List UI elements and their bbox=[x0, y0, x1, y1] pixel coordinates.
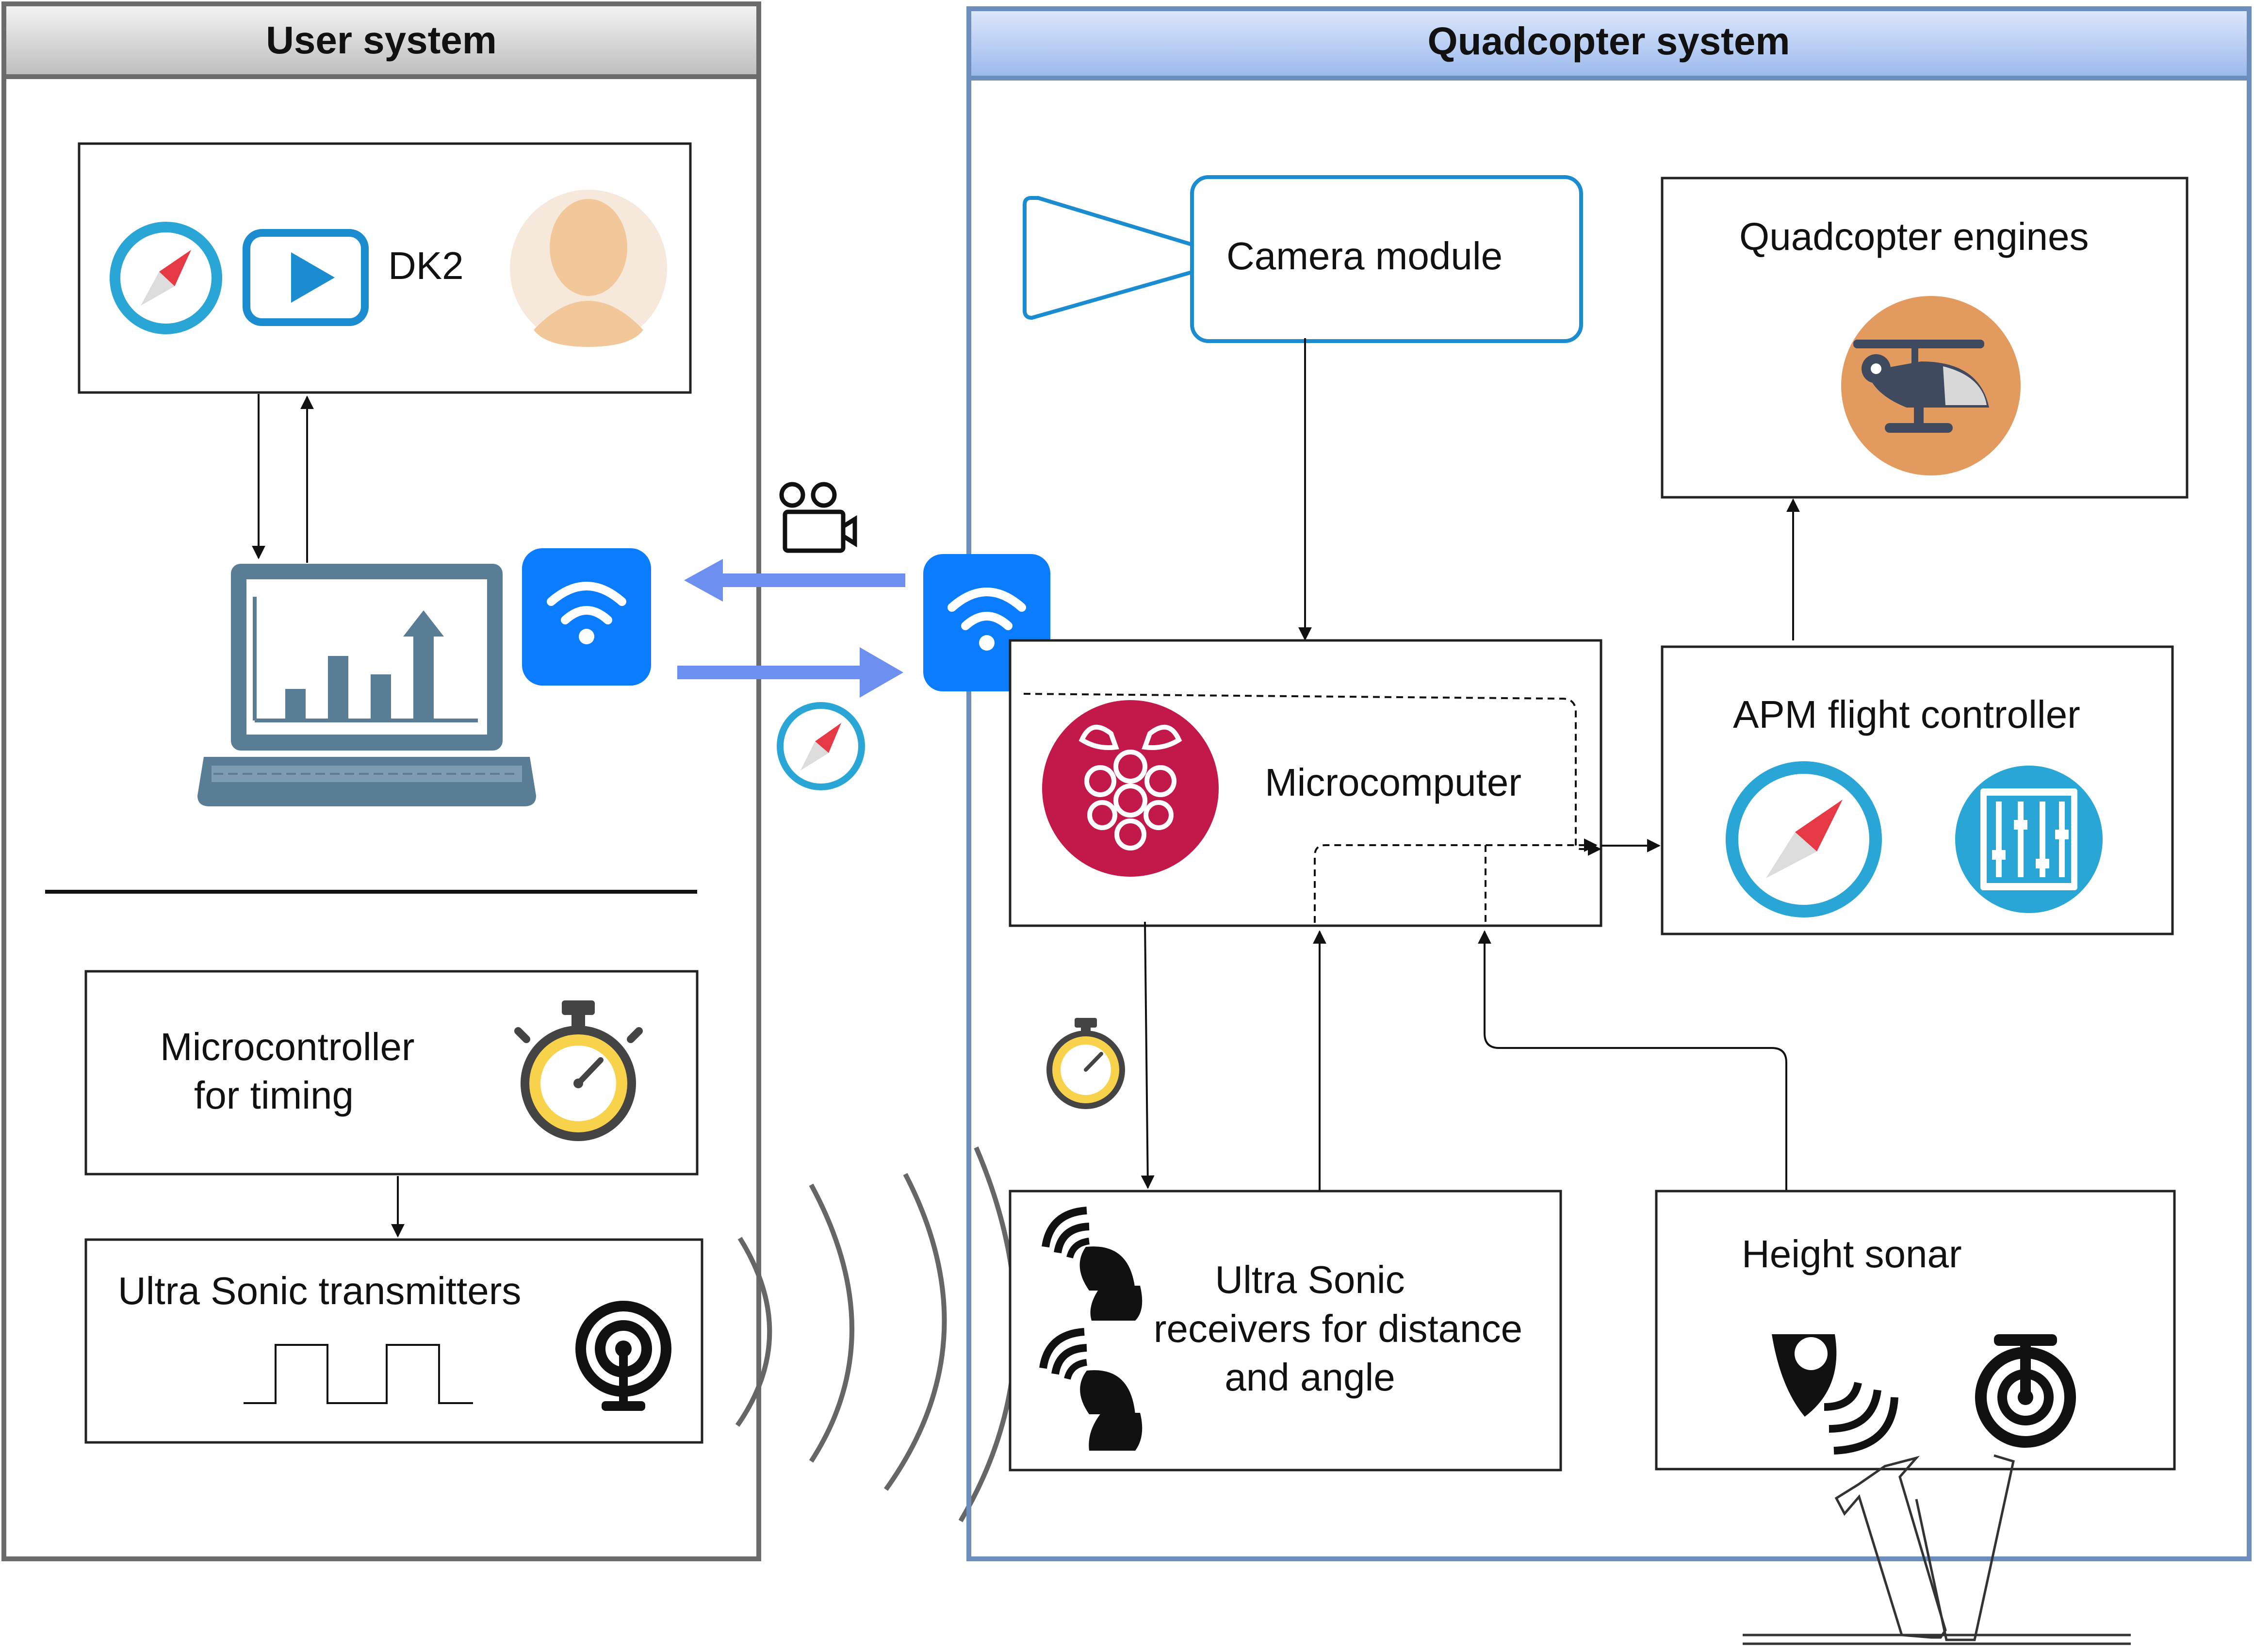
quadcopter-engines-label: Quadcopter engines bbox=[1739, 215, 2089, 258]
compass-icon-link bbox=[777, 702, 865, 790]
control-panel-icon bbox=[1955, 766, 2103, 913]
quadcopter-engines-box: Quadcopter engines bbox=[1661, 177, 2189, 499]
compass-icon bbox=[110, 222, 222, 334]
ground-line bbox=[1743, 1634, 2131, 1645]
quadcopter-system-container: Quadcopter system bbox=[966, 6, 2252, 1561]
sonar-sensor-icon bbox=[1975, 1334, 2076, 1448]
stopwatch-icon-small bbox=[1046, 1018, 1125, 1109]
height-sonar-box: Height sonar bbox=[1655, 1190, 2176, 1471]
apm-flight-controller-box: APM flight controller bbox=[1661, 645, 2174, 935]
play-video-icon bbox=[243, 229, 369, 326]
laptop-chart-icon bbox=[197, 564, 536, 806]
ultrasonic-receivers-box: Ultra Sonic receivers for distance and a… bbox=[1009, 1190, 1562, 1472]
microcontroller-label-line2: for timing bbox=[194, 1074, 354, 1117]
dashed-sensors-to-apm bbox=[1314, 838, 1598, 923]
user-avatar-icon bbox=[510, 190, 667, 347]
svg-text:for timing: for timing bbox=[194, 1074, 354, 1117]
camera-lens-shape bbox=[1023, 196, 1195, 320]
svg-text:receivers for distance: receivers for distance bbox=[1154, 1307, 1522, 1350]
microcontroller-label-line1: Microcontroller bbox=[160, 1025, 415, 1068]
receivers-label-line3: and angle bbox=[1225, 1356, 1395, 1399]
apm-flight-controller-label: APM flight controller bbox=[1733, 693, 2080, 736]
camera-module-label: Camera module bbox=[1226, 234, 1503, 278]
transmitters-box: Ultra Sonic transmitters bbox=[84, 1238, 703, 1444]
svg-text:and angle: and angle bbox=[1225, 1356, 1395, 1399]
satellite-dish-icon-1 bbox=[1042, 1207, 1143, 1321]
dk2-box: DK2 bbox=[78, 142, 692, 394]
square-wave-signal bbox=[244, 1344, 473, 1404]
video-camera-icon bbox=[779, 482, 857, 553]
svg-text:Ultra Sonic: Ultra Sonic bbox=[1215, 1258, 1405, 1301]
stopwatch-icon bbox=[514, 1000, 643, 1141]
data-link-arrows bbox=[677, 559, 905, 698]
raspberry-pi-icon bbox=[1042, 700, 1219, 877]
compass-icon-apm bbox=[1726, 761, 1882, 917]
height-sonar-label: Height sonar bbox=[1742, 1232, 1962, 1276]
arrow-height-sonar-to-microcomputer bbox=[1478, 930, 1787, 1190]
svg-text:Microcontroller: Microcontroller bbox=[160, 1025, 415, 1068]
transmitters-label: Ultra Sonic transmitters bbox=[118, 1269, 521, 1312]
ultrasonic-waves bbox=[735, 1146, 1018, 1522]
sonar-dish-icon bbox=[1772, 1334, 1898, 1455]
helicopter-icon bbox=[1841, 296, 2021, 475]
receivers-label-line2: receivers for distance bbox=[1154, 1307, 1522, 1350]
receivers-label-line1: Ultra Sonic bbox=[1215, 1258, 1405, 1301]
quadcopter-system-title: Quadcopter system bbox=[1428, 19, 1790, 63]
sonar-reflection-arrow bbox=[1834, 1456, 1947, 1639]
microcontroller-box: Microcontroller for timing bbox=[84, 970, 699, 1176]
antenna-icon bbox=[575, 1301, 671, 1411]
wifi-icon-user bbox=[522, 548, 651, 686]
camera-module-box: Camera module bbox=[1023, 175, 1583, 343]
satellite-dish-icon-2 bbox=[1039, 1328, 1143, 1451]
arrow-microcomputer-to-receivers bbox=[1141, 921, 1155, 1189]
microcomputer-label: Microcomputer bbox=[1265, 761, 1521, 804]
user-system-title: User system bbox=[266, 18, 497, 62]
sonar-down-arrow bbox=[1915, 1454, 2015, 1641]
dk2-label: DK2 bbox=[388, 244, 464, 287]
microcomputer-box: Microcomputer bbox=[1009, 639, 1602, 927]
